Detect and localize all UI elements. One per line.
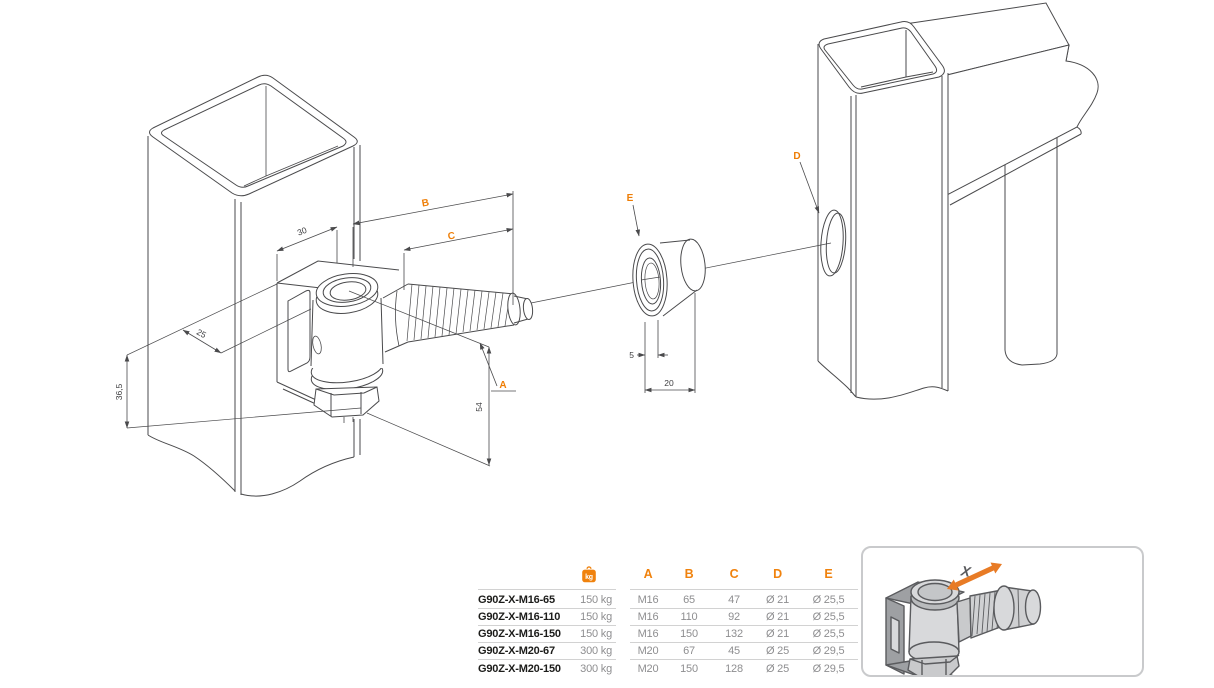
row-A: M20 — [637, 662, 659, 675]
row-D: Ø 25 — [765, 662, 790, 675]
bush-nut — [632, 238, 706, 317]
label-A: A — [499, 380, 506, 391]
table-row: G90Z-X-M20-150 300 kg M20 150 128 Ø 25 Ø… — [478, 660, 858, 677]
row-name: G90Z-X-M16-150 — [478, 626, 562, 643]
row-C: 92 — [712, 609, 756, 626]
row-name: G90Z-X-M20-67 — [478, 643, 562, 660]
row-E: Ø 25,5 — [799, 592, 858, 609]
dim-5: 5 — [629, 350, 634, 360]
row-A: M20 — [630, 643, 666, 660]
header-D: D — [756, 561, 799, 590]
dim-36-5: 36,5 — [114, 383, 124, 400]
weight-icon-kg: kg — [585, 574, 593, 581]
stile-hole — [820, 209, 844, 277]
gate-stile — [817, 21, 949, 400]
table-row: G90Z-X-M16-110 150 kg M16 110 92 Ø 21 Ø … — [478, 609, 858, 626]
header-C: C — [712, 561, 756, 590]
gate-rail-front — [942, 44, 1099, 196]
row-D: Ø 21 — [756, 592, 799, 609]
dim-20: 20 — [664, 378, 674, 388]
row-weight: 150 kg — [562, 592, 616, 609]
row-E: Ø 29,5 — [812, 662, 845, 675]
header-gap — [616, 561, 630, 590]
dim-30: 30 — [296, 225, 309, 238]
row-A: M16 — [630, 626, 666, 643]
adjustment-inset: X — [861, 546, 1144, 682]
bolt-threads — [406, 283, 511, 342]
inset-hex-nut — [907, 654, 960, 680]
header-A: A — [630, 561, 666, 590]
label-C: C — [447, 230, 456, 242]
header-B: B — [666, 561, 712, 590]
row-B: 110 — [666, 609, 712, 626]
row-E: Ø 25,5 — [799, 626, 858, 643]
row-name: G90Z-X-M20-150 — [478, 662, 561, 675]
clevis-window — [287, 289, 311, 373]
spec-table-header: kg A B C D E — [478, 561, 858, 592]
row-B: 67 — [666, 643, 712, 660]
row-D: Ø 21 — [756, 626, 799, 643]
row-C: 128 — [725, 662, 743, 675]
dim-25: 25 — [195, 327, 208, 340]
row-B: 150 — [666, 626, 712, 643]
inset-clevis-window — [890, 616, 900, 654]
row-A: M16 — [630, 592, 666, 609]
row-D: Ø 25 — [756, 643, 799, 660]
hinge-barrel — [310, 297, 384, 367]
spec-table: kg A B C D E G90Z-X-M16-65 150 kg M16 65… — [478, 561, 858, 677]
post-top-face — [149, 74, 358, 197]
row-C: 47 — [712, 592, 756, 609]
row-weight: 150 kg — [562, 609, 616, 626]
hinge-assembly — [276, 260, 534, 423]
row-E: Ø 29,5 — [799, 643, 858, 660]
row-weight: 150 kg — [562, 626, 616, 643]
inset-end-nut — [993, 585, 1042, 631]
inset-barrel — [908, 579, 960, 663]
row-A: M16 — [630, 609, 666, 626]
dimension-texts: 30 25 36,5 54 5 20 B C A E D — [114, 151, 801, 412]
row-B: 150 — [680, 662, 698, 675]
row-B: 65 — [666, 592, 712, 609]
label-B: B — [421, 197, 430, 209]
bolt-body-fill — [400, 282, 531, 348]
barrel-bore — [329, 281, 367, 301]
row-C: 45 — [712, 643, 756, 660]
label-E: E — [627, 193, 634, 204]
header-weight: kg — [562, 561, 616, 590]
row-weight: 300 kg — [562, 643, 616, 660]
row-weight: 300 kg — [580, 662, 612, 675]
lock-nut — [313, 386, 380, 423]
table-row: G90Z-X-M16-150 150 kg M16 150 132 Ø 21 Ø… — [478, 626, 858, 643]
bush-thread-hole — [640, 257, 662, 305]
label-D: D — [793, 151, 800, 162]
gate-picket — [1004, 134, 1058, 366]
adjust-arrow — [947, 562, 1002, 591]
row-name: G90Z-X-M16-110 — [478, 609, 562, 626]
bolt-tip — [522, 298, 534, 320]
row-C: 132 — [712, 626, 756, 643]
row-name: G90Z-X-M16-65 — [478, 592, 562, 609]
table-row: G90Z-X-M16-65 150 kg M16 65 47 Ø 21 Ø 25… — [478, 592, 858, 609]
dim-54: 54 — [474, 402, 484, 412]
table-row: G90Z-X-M20-67 300 kg M20 67 45 Ø 25 Ø 29… — [478, 643, 858, 660]
gate-frame — [817, 2, 1099, 400]
inset-hinge-illustration: X — [885, 562, 1042, 682]
row-D: Ø 21 — [756, 609, 799, 626]
header-E: E — [799, 561, 858, 590]
row-E: Ø 25,5 — [799, 609, 858, 626]
weight-icon: kg — [582, 565, 596, 582]
dimensions — [124, 161, 820, 467]
header-name-spacer — [478, 561, 562, 590]
